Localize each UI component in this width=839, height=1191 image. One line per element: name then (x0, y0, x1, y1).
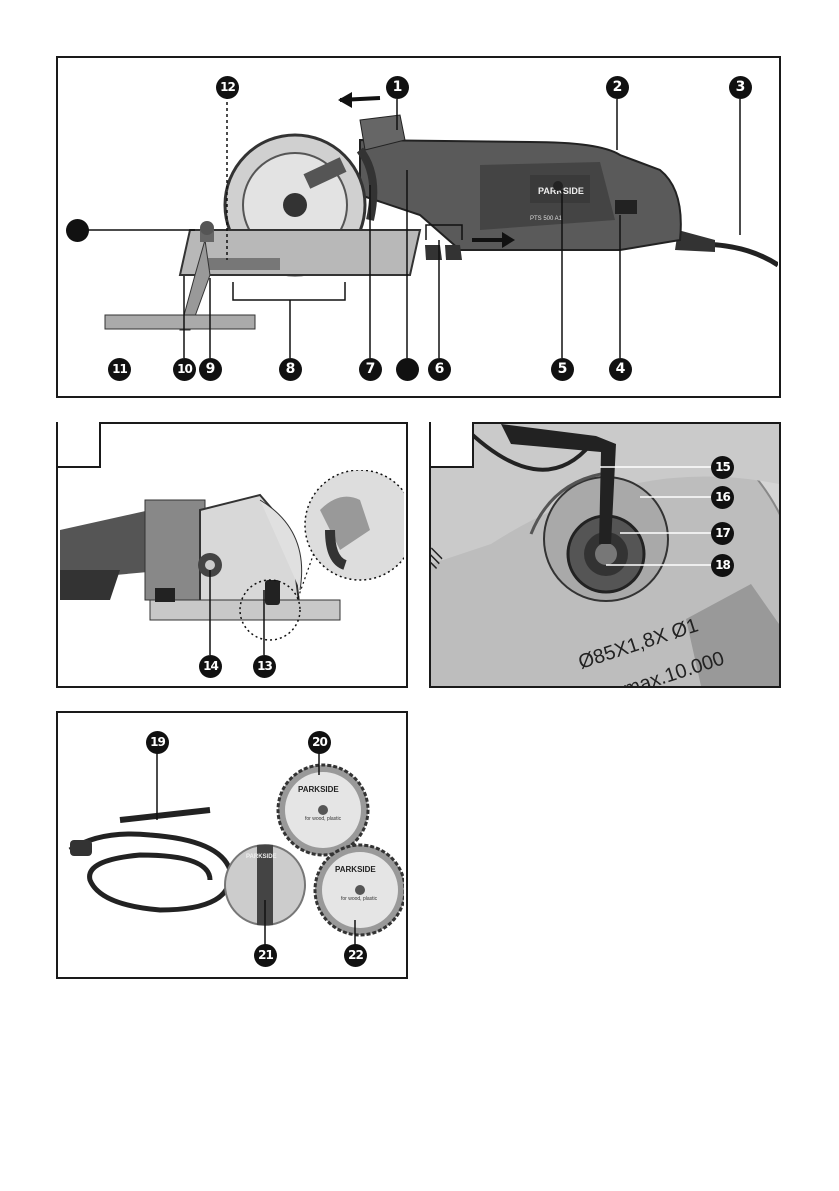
callout-11: 11 (108, 358, 131, 381)
callout-4: 4 (609, 358, 632, 381)
callout-8: 8 (279, 358, 302, 381)
callout-17: 17 (711, 522, 734, 545)
blade-20-text: for wood, plastic (305, 816, 342, 822)
saw-side-view-illustration (60, 470, 404, 660)
callout-21: 21 (254, 944, 277, 967)
accessories-illustration: PARKSIDE for wood, plastic PARKSIDE for … (60, 760, 404, 940)
callout-1: 1 (386, 76, 409, 99)
callout-5: 5 (551, 358, 574, 381)
callout-6: 6 (428, 358, 451, 381)
figure-3-tab (429, 422, 474, 468)
callout-18: 18 (711, 554, 734, 577)
spindle-lock-button (553, 181, 563, 191)
callout-20: 20 (308, 731, 331, 754)
callout-19: 19 (146, 731, 169, 754)
callout-16: 16 (711, 486, 734, 509)
callout-12: 12 (216, 76, 239, 99)
blade-20-brand: PARKSIDE (298, 785, 339, 794)
model-label: PTS 500 A1 (530, 216, 563, 222)
callout-3: 3 (729, 76, 752, 99)
callout-7: 7 (359, 358, 382, 381)
figure-2-tab (56, 422, 101, 468)
callout-14: 14 (199, 655, 222, 678)
callout-blank-left (66, 219, 89, 242)
callout-blank-bottom (396, 358, 419, 381)
callout-22: 22 (344, 944, 367, 967)
callout-2: 2 (606, 76, 629, 99)
blade-22 (315, 845, 404, 935)
blade-21-brand: PARKSIDE (246, 854, 277, 860)
figure-4-photo: PARKSIDE for wood, plastic PARKSIDE for … (60, 760, 404, 940)
callout-13: 13 (253, 655, 276, 678)
blade-22-brand: PARKSIDE (335, 865, 376, 874)
circular-saw-illustration: PARKSIDE PTS 500 A1 (60, 80, 778, 360)
callout-10: 10 (173, 358, 196, 381)
figure-1-photo: PARKSIDE PTS 500 A1 (60, 80, 778, 360)
callout-15: 15 (711, 456, 734, 479)
blade-20 (278, 765, 368, 855)
callout-9: 9 (199, 358, 222, 381)
blade-22-text: for wood, plastic (341, 896, 378, 902)
figure-2-photo (60, 470, 404, 660)
